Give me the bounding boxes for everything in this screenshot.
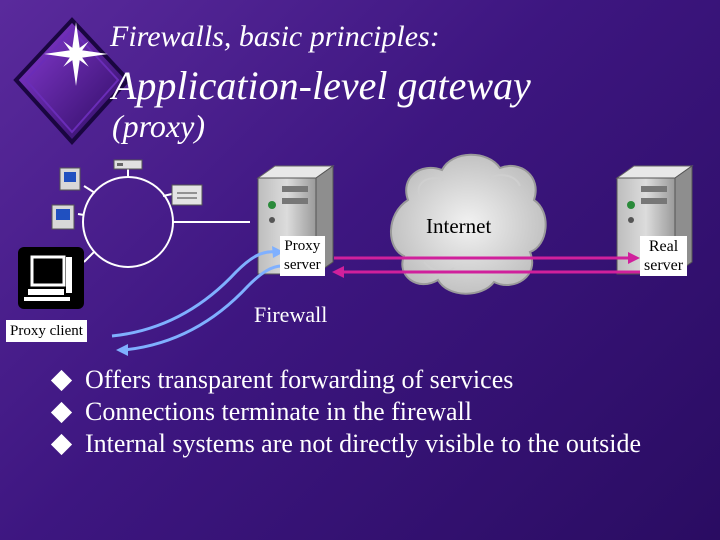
proxy-server-label-line2: server	[284, 257, 321, 273]
workstation-icon	[59, 167, 81, 191]
workstation-icon	[51, 204, 75, 230]
bullet-list: Offers transparent forwarding of service…	[50, 364, 690, 460]
slide-title-line1: Firewalls, basic principles:	[110, 20, 440, 53]
lan-ring	[82, 176, 174, 268]
proxy-client-label: Proxy client	[6, 320, 87, 342]
lan-link	[162, 193, 173, 197]
proxy-server-label: Proxy server	[280, 236, 325, 276]
slide-title-line3: (proxy)	[112, 108, 205, 144]
connection-arrow-outbound	[334, 252, 640, 264]
client-proxy-arrow-outbound	[111, 246, 284, 338]
internet-label: Internet	[426, 214, 492, 238]
proxy-client-computer-icon	[18, 247, 84, 309]
diamond-bullet-icon	[50, 369, 73, 392]
lan-link	[83, 251, 95, 263]
list-item: Internal systems are not directly visibl…	[50, 428, 690, 460]
diamond-logo-icon	[13, 17, 131, 145]
real-server-label-line2: server	[644, 257, 684, 274]
list-item: Offers transparent forwarding of service…	[50, 364, 690, 396]
firewall-label: Firewall	[254, 302, 328, 327]
diamond-bullet-icon	[50, 433, 73, 456]
real-server-label-line1: Real	[648, 238, 679, 255]
list-item: Connections terminate in the firewall	[50, 396, 690, 428]
router-icon	[113, 159, 143, 170]
client-proxy-arrow-inbound	[116, 264, 283, 356]
lan-link	[83, 185, 96, 194]
printer-icon	[171, 184, 203, 206]
star-sparkle-icon	[44, 22, 108, 86]
proxy-server-label-line1: Proxy	[284, 238, 321, 254]
lan-link	[77, 213, 85, 216]
real-server-label: Real server	[640, 236, 688, 276]
diamond-bullet-icon	[50, 401, 73, 424]
slide-title-line2: Application-level gateway	[112, 63, 531, 108]
connection-arrow-inbound	[332, 266, 640, 278]
